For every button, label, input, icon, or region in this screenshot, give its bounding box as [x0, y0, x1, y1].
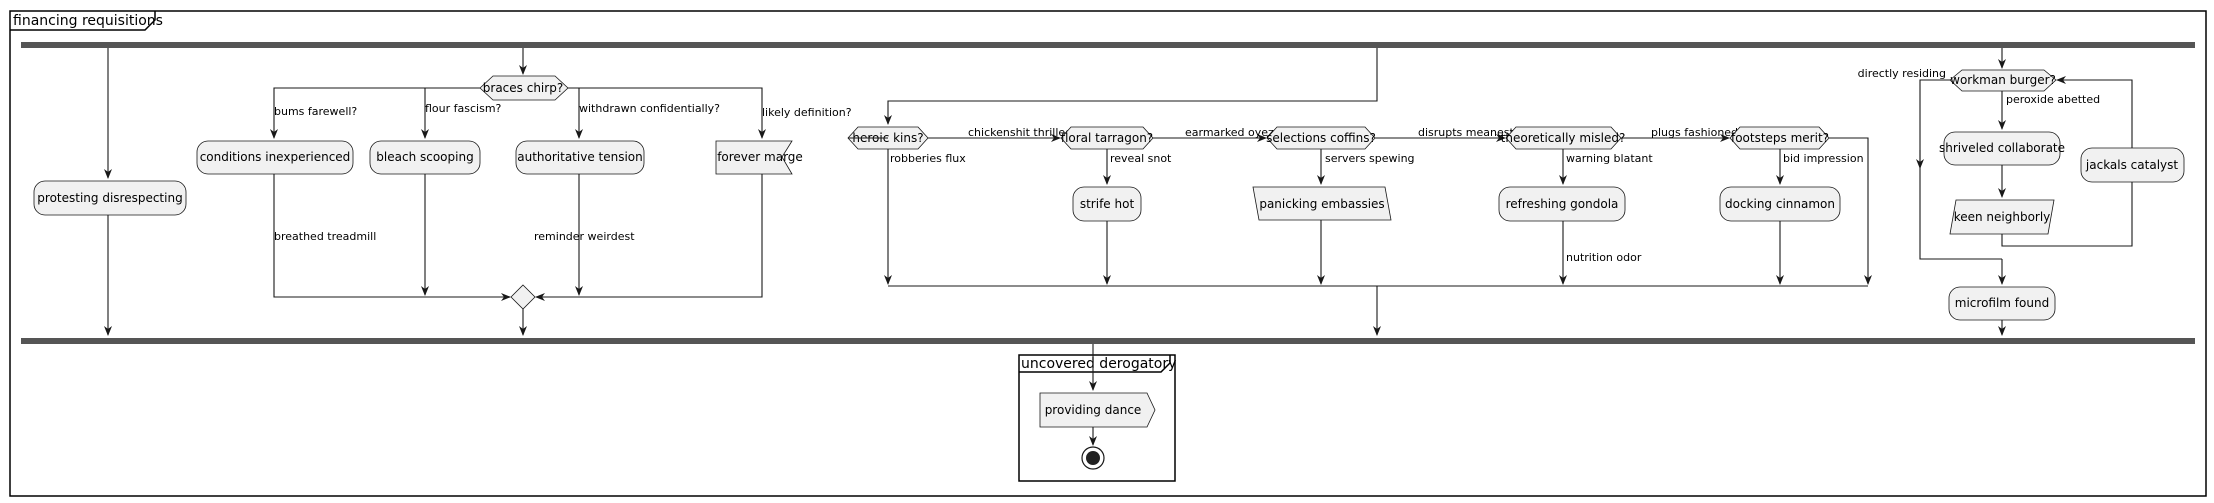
edge-label: nutrition odor: [1566, 251, 1642, 264]
decision-label: braces chirp?: [483, 81, 563, 95]
node-conditions-inexperienced: [196, 140, 354, 175]
decision-label: workman burger?: [1950, 73, 2056, 87]
edge-label: flour fascism?: [425, 102, 502, 115]
node-protesting-disrespecting: [33, 180, 187, 216]
edge-label: chickenshit thrilled: [968, 126, 1072, 139]
edge-label: breathed treadmill: [274, 230, 376, 243]
node-label: providing dance: [1045, 403, 1142, 417]
outer-frame: financing requisitions: [9, 10, 2207, 497]
edge-label: bums farewell?: [274, 105, 357, 118]
decision-label: footsteps merit?: [1731, 131, 1829, 145]
decision-label: theoretically misled?: [1501, 131, 1626, 145]
node-label: authoritative tension: [517, 150, 643, 164]
node-label: forever marge: [717, 150, 803, 164]
node-label: jackals catalyst: [2085, 158, 2178, 172]
decision-label: floral tarragon?: [1061, 131, 1153, 145]
fork-bar: [21, 42, 2195, 48]
edge-label: servers spewing: [1325, 152, 1415, 165]
edge-label: likely definition?: [762, 106, 852, 119]
edge-label: robberies flux: [890, 152, 966, 165]
node-label: conditions inexperienced: [200, 150, 351, 164]
node-panicking-embassies: [1252, 186, 1392, 221]
node-keen-neighborly: [1949, 199, 2055, 235]
partition-title: uncovered derogatory: [1021, 356, 1176, 372]
diagram-title: financing requisitions: [13, 13, 163, 29]
edge-label: warning blatant: [1566, 152, 1653, 165]
node-label: protesting disrespecting: [37, 191, 182, 205]
node-label: shriveled collaborate: [1939, 141, 2065, 155]
partition-uncovered-derogatory: uncovered derogatory: [1018, 354, 1176, 482]
node-label: microfilm found: [1955, 296, 2049, 310]
edge-label: bid impression: [1783, 152, 1864, 165]
node-label: bleach scooping: [376, 150, 473, 164]
node-providing-dance: [1039, 392, 1156, 428]
decision-label: selections coffins?: [1266, 131, 1376, 145]
node-label: keen neighborly: [1954, 210, 2051, 224]
node-label: strife hot: [1080, 197, 1135, 211]
edge-label: earmarked oyez: [1185, 126, 1274, 139]
join-bar: [21, 338, 2195, 344]
edge-label: plugs fashioned: [1651, 126, 1738, 139]
edge-label: withdrawn confidentially?: [579, 102, 720, 115]
node-refreshing-gondola: [1498, 186, 1626, 222]
node-forever-marge: [715, 140, 793, 175]
node-label: docking cinnamon: [1725, 197, 1835, 211]
edge-label: reminder weirdest: [534, 230, 635, 243]
end-node: [1081, 446, 1105, 470]
merge-diamond: [510, 284, 536, 310]
node-authoritative-tension: [515, 140, 645, 175]
edge-label: peroxide abetted: [2006, 93, 2100, 106]
node-label: refreshing gondola: [1506, 197, 1619, 211]
node-label: panicking embassies: [1259, 197, 1384, 211]
edge-label: directly residing: [1858, 67, 1946, 80]
edge-label: disrupts meanest: [1418, 126, 1514, 139]
edge-label: reveal snot: [1110, 152, 1172, 165]
